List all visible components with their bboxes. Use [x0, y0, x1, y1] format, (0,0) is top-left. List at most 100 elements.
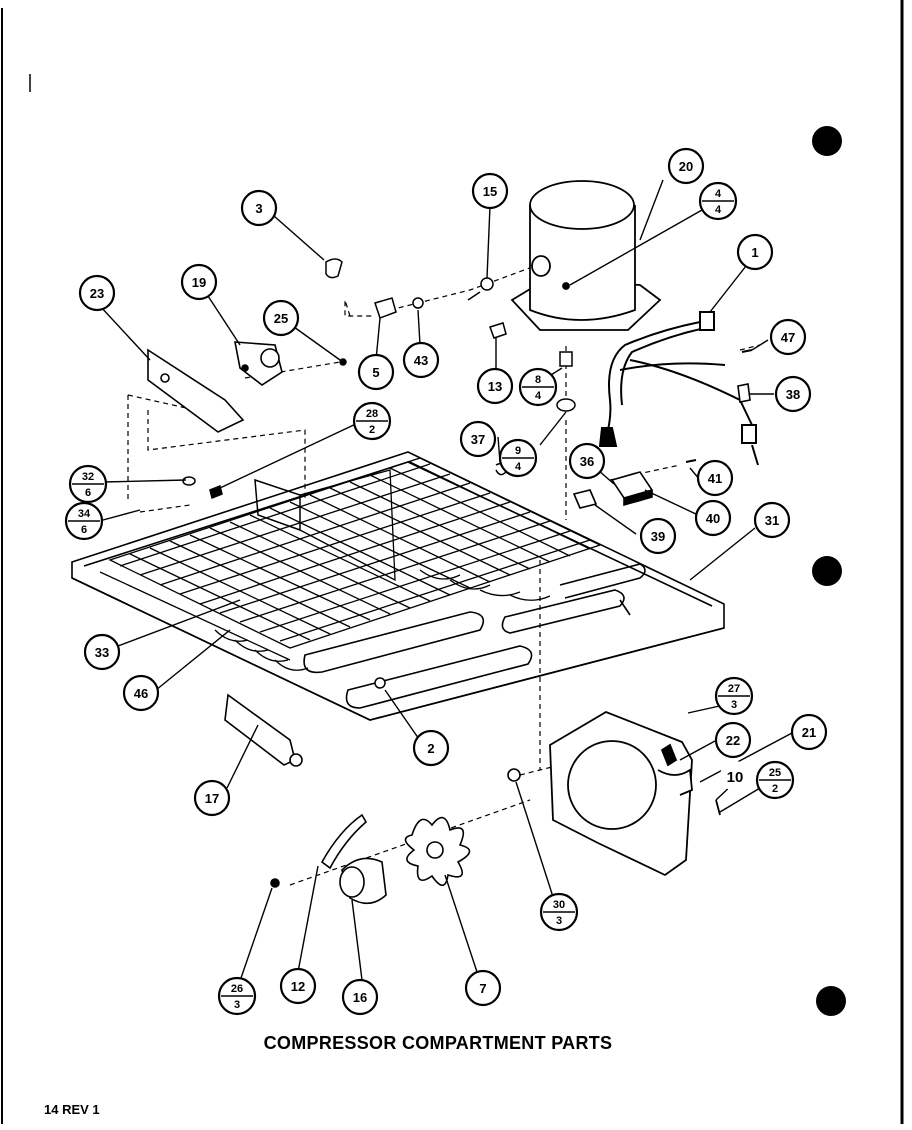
callout-12: 12	[279, 967, 317, 1005]
diagram-title: COMPRESSOR COMPARTMENT PARTS	[263, 1033, 613, 1053]
svg-text:4: 4	[715, 204, 722, 216]
svg-text:3: 3	[234, 999, 240, 1011]
page-reference: 14 REV 1	[44, 1102, 100, 1117]
callout-40: 40	[694, 499, 732, 537]
fraction-callout-32-6: 326	[68, 464, 108, 504]
svg-text:4: 4	[515, 461, 522, 473]
svg-text:6: 6	[81, 524, 87, 536]
binder-hole-middle	[812, 556, 842, 586]
callout-16: 16	[341, 978, 379, 1016]
svg-text:4: 4	[715, 188, 722, 200]
callout-36: 36	[568, 442, 606, 480]
wiring-harness-drawing	[598, 311, 759, 466]
callout-group: 1 2 3 5 7 12 13 15 16 17 19 20 21 22 23 …	[78, 147, 828, 1016]
callout-33: 33	[83, 633, 121, 671]
svg-text:2: 2	[772, 783, 778, 795]
svg-text:17: 17	[205, 791, 219, 806]
fan-motor-blade-drawing	[224, 693, 521, 905]
svg-text:20: 20	[679, 159, 693, 174]
fraction-callout-group: 44 84 282 94 326 346 273 252 303 263	[64, 181, 795, 1016]
svg-text:22: 22	[726, 733, 740, 748]
svg-text:25: 25	[274, 311, 288, 326]
svg-text:6: 6	[85, 487, 91, 499]
control-bracket-drawing	[147, 341, 283, 433]
svg-text:26: 26	[231, 983, 243, 995]
svg-text:10: 10	[727, 769, 744, 786]
callout-10: 10	[720, 761, 750, 791]
callout-47: 47	[769, 318, 807, 356]
callout-41: 41	[696, 459, 734, 497]
callout-22: 22	[714, 721, 752, 759]
relay-parts-drawing	[572, 349, 753, 509]
compressor-drawing	[510, 180, 662, 331]
svg-text:8: 8	[535, 374, 541, 386]
callout-15: 15	[471, 172, 509, 210]
callout-17: 17	[193, 779, 231, 817]
svg-text:43: 43	[414, 353, 428, 368]
svg-text:30: 30	[553, 899, 565, 911]
svg-text:19: 19	[192, 275, 206, 290]
svg-text:33: 33	[95, 645, 109, 660]
callout-7: 7	[464, 969, 502, 1007]
svg-text:46: 46	[134, 686, 148, 701]
svg-text:28: 28	[366, 408, 378, 420]
callout-25: 25	[262, 299, 300, 337]
callout-31: 31	[753, 501, 791, 539]
fraction-callout-34-6: 346	[64, 501, 104, 541]
svg-text:37: 37	[471, 432, 485, 447]
callout-2: 2	[412, 729, 450, 767]
callout-1: 1	[736, 233, 774, 271]
callout-5: 5	[357, 353, 395, 391]
svg-text:32: 32	[82, 471, 94, 483]
svg-text:40: 40	[706, 511, 720, 526]
callout-19: 19	[180, 263, 218, 301]
binder-hole-bottom	[816, 986, 846, 1016]
svg-text:39: 39	[651, 529, 665, 544]
fraction-callout-30-3: 303	[539, 892, 579, 932]
svg-text:25: 25	[769, 767, 781, 779]
fraction-callout-25-2: 252	[755, 760, 795, 800]
svg-text:23: 23	[90, 286, 104, 301]
binder-hole-top	[812, 126, 842, 156]
svg-text:7: 7	[479, 981, 486, 996]
svg-text:36: 36	[580, 454, 594, 469]
callout-23: 23	[78, 274, 116, 312]
callout-21: 21	[790, 713, 828, 751]
callout-13: 13	[476, 367, 514, 405]
fraction-callout-8-4: 84	[518, 367, 558, 407]
svg-text:15: 15	[483, 184, 497, 199]
callout-37: 37	[459, 420, 497, 458]
svg-text:34: 34	[78, 508, 91, 520]
small-hardware-drawing	[182, 258, 576, 689]
svg-text:31: 31	[765, 513, 779, 528]
condenser-coil-drawing	[99, 457, 602, 671]
svg-text:13: 13	[488, 379, 502, 394]
callout-38: 38	[774, 375, 812, 413]
fraction-callout-26-3: 263	[217, 976, 257, 1016]
svg-text:2: 2	[369, 424, 375, 436]
svg-text:1: 1	[751, 245, 758, 260]
callout-43: 43	[402, 341, 440, 379]
callout-39: 39	[639, 517, 677, 555]
svg-text:3: 3	[731, 699, 737, 711]
svg-text:3: 3	[556, 915, 562, 927]
svg-text:41: 41	[708, 471, 722, 486]
svg-text:12: 12	[291, 979, 305, 994]
svg-text:4: 4	[535, 390, 542, 402]
fan-shroud-drawing	[549, 711, 721, 877]
fraction-callout-27-3: 273	[714, 676, 754, 716]
fraction-callout-9-4: 94	[498, 438, 538, 478]
svg-text:38: 38	[786, 387, 800, 402]
svg-text:47: 47	[781, 330, 795, 345]
fraction-callout-28-2: 282	[352, 401, 392, 441]
callout-46: 46	[122, 674, 160, 712]
callout-20: 20	[667, 147, 705, 185]
svg-text:21: 21	[802, 725, 816, 740]
callout-3: 3	[240, 189, 278, 227]
svg-text:16: 16	[353, 990, 367, 1005]
svg-text:3: 3	[255, 201, 262, 216]
svg-text:27: 27	[728, 683, 740, 695]
svg-text:5: 5	[372, 365, 379, 380]
fraction-callout-4-4: 44	[698, 181, 738, 221]
